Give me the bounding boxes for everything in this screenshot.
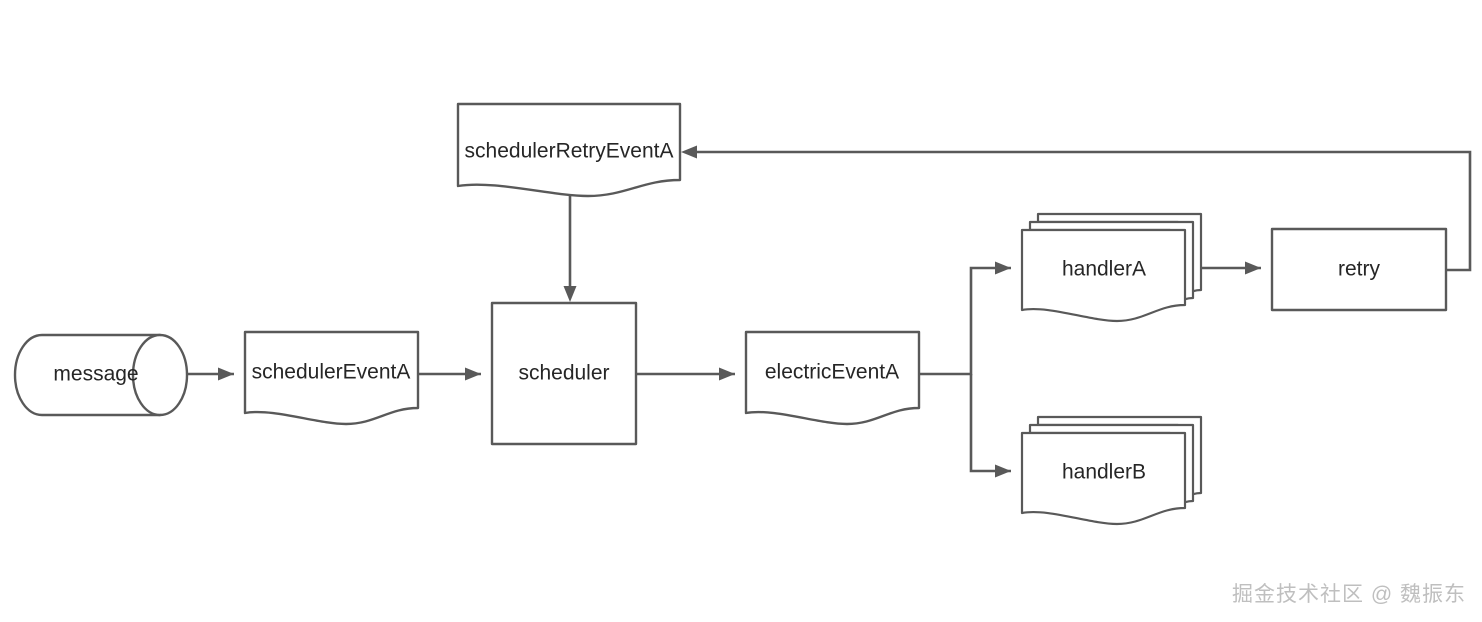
arrowhead xyxy=(465,367,481,381)
node-scheduler[interactable]: scheduler xyxy=(490,301,638,446)
node-label-electricEventA: electricEventA xyxy=(765,361,899,384)
watermark-text: 掘金技术社区 @ 魏振东 xyxy=(1232,583,1466,606)
node-handlerA[interactable]: handlerA xyxy=(1020,212,1203,323)
node-label-retry: retry xyxy=(1338,258,1381,281)
edge-electricEventA-to-handlerB xyxy=(969,374,1011,478)
node-label-schedulerRetryEventA: schedulerRetryEventA xyxy=(465,140,674,163)
edge-message-to-schedulerEventA xyxy=(188,367,234,381)
node-schedulerEventA[interactable]: schedulerEventA xyxy=(243,330,420,426)
node-message[interactable]: message xyxy=(13,333,189,417)
node-handlerB[interactable]: handlerB xyxy=(1020,415,1203,526)
node-schedulerRetryEventA[interactable]: schedulerRetryEventA xyxy=(456,102,682,198)
arrowhead xyxy=(563,286,577,302)
edge-retry-to-schedulerRetryEventA xyxy=(681,145,1472,272)
arrowhead xyxy=(681,145,697,159)
arrowhead xyxy=(719,367,735,381)
edge-electricEventA-to-handlerA xyxy=(919,261,1011,376)
node-label-schedulerEventA: schedulerEventA xyxy=(252,361,411,384)
arrowhead xyxy=(995,261,1011,275)
edge-schedulerEventA-to-scheduler xyxy=(418,367,481,381)
node-label-scheduler: scheduler xyxy=(518,362,609,385)
edge-handlerA-to-retry xyxy=(1201,261,1261,275)
node-label-message: message xyxy=(53,363,138,386)
node-label-handlerA: handlerA xyxy=(1062,258,1146,281)
arrowhead xyxy=(1245,261,1261,275)
node-electricEventA[interactable]: electricEventA xyxy=(744,330,921,426)
arrowhead xyxy=(995,464,1011,478)
node-label-handlerB: handlerB xyxy=(1062,461,1146,484)
edge-scheduler-to-electricEventA xyxy=(636,367,735,381)
edge-schedulerRetryEventA-to-scheduler xyxy=(563,186,577,302)
node-retry[interactable]: retry xyxy=(1270,227,1448,312)
arrowhead xyxy=(218,367,234,381)
